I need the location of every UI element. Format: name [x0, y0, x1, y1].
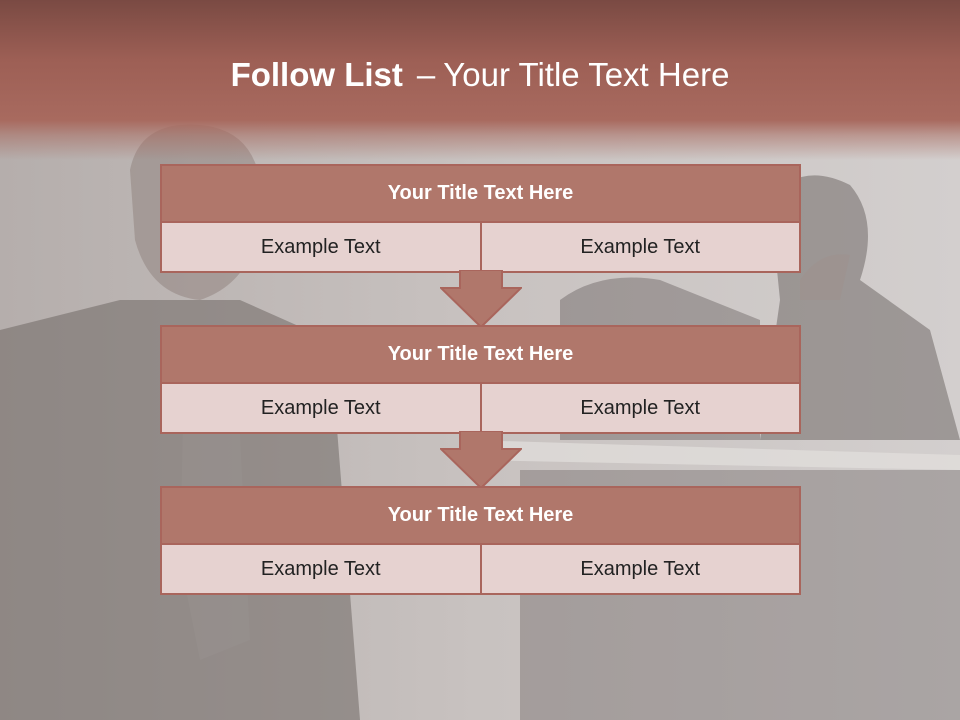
down-arrow-icon [440, 431, 522, 489]
step-cell-right: Example Text [479, 223, 799, 271]
step-title: Your Title Text Here [162, 327, 799, 384]
slide-title: Follow List–Your Title Text Here [0, 56, 960, 94]
step-row: Example Text Example Text [162, 384, 799, 432]
down-arrow-icon [440, 270, 522, 328]
step-cell-left: Example Text [162, 384, 480, 432]
title-band [0, 0, 960, 160]
step-row: Example Text Example Text [162, 545, 799, 593]
step-cell-right: Example Text [479, 545, 799, 593]
step-row: Example Text Example Text [162, 223, 799, 271]
step-title: Your Title Text Here [162, 166, 799, 223]
step-box-3: Your Title Text Here Example Text Exampl… [160, 486, 801, 595]
step-title: Your Title Text Here [162, 488, 799, 545]
step-box-2: Your Title Text Here Example Text Exampl… [160, 325, 801, 434]
step-cell-right: Example Text [479, 384, 799, 432]
slide-title-rest: Your Title Text Here [443, 56, 730, 93]
slide-title-bold: Follow List [230, 56, 403, 93]
title-dash: – [416, 56, 436, 93]
step-cell-left: Example Text [162, 545, 480, 593]
step-box-1: Your Title Text Here Example Text Exampl… [160, 164, 801, 273]
step-cell-left: Example Text [162, 223, 480, 271]
